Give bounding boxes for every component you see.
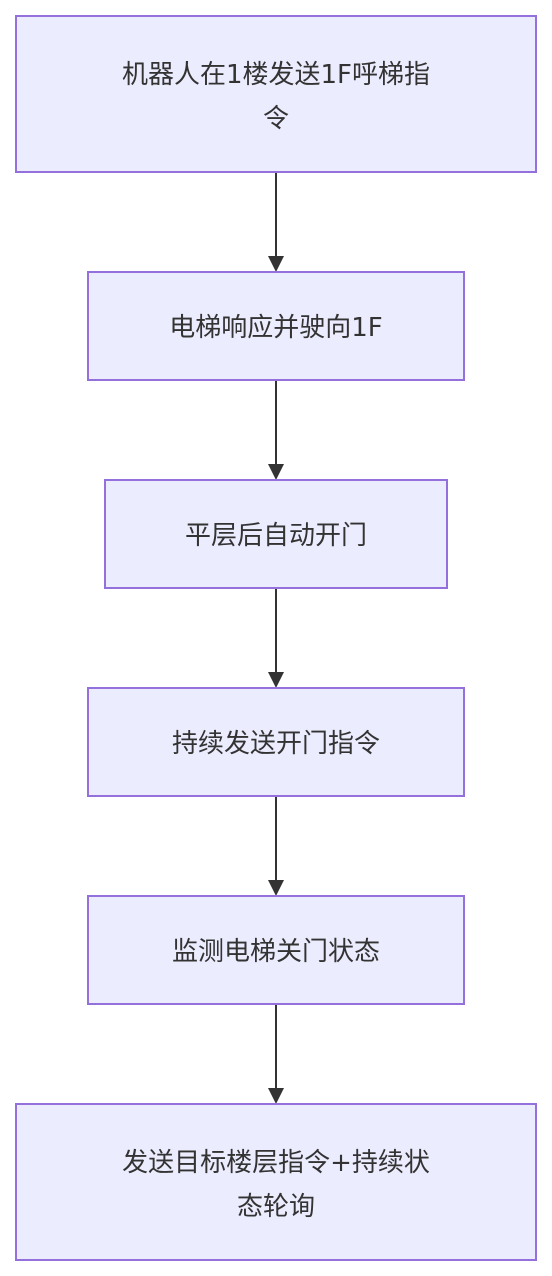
node-monitor-close: 监测电梯关门状态 [87,895,465,1005]
node-box [87,895,465,1005]
node-label-line: 态轮询 [237,1192,315,1222]
flowchart-edges [268,172,284,1104]
node-box [87,271,465,381]
arrow-head-4 [268,880,284,896]
node-elevator-respond: 电梯响应并驶向1F [87,271,465,381]
arrow-head-1 [268,256,284,272]
node-auto-open: 平层后自动开门 [104,479,448,589]
node-box [104,479,448,589]
node-label-line: 电梯响应并驶向1F [169,313,383,343]
node-send-target: 发送目标楼层指令+持续状 态轮询 [15,1103,537,1261]
node-box [15,15,537,173]
node-keep-open: 持续发送开门指令 [87,687,465,797]
node-box [15,1103,537,1261]
node-label-line: 监测电梯关门状态 [172,937,380,967]
arrow-head-3 [268,672,284,688]
node-box [87,687,465,797]
node-label-line: 发送目标楼层指令+持续状 [122,1148,430,1178]
node-label-line: 平层后自动开门 [185,521,367,551]
arrow-head-5 [268,1088,284,1104]
node-label-line: 持续发送开门指令 [172,729,380,759]
node-robot-call: 机器人在1楼发送1F呼梯指 令 [15,15,537,173]
arrow-head-2 [268,464,284,480]
node-label-line: 机器人在1楼发送1F呼梯指 [122,60,430,90]
node-label-line: 令 [263,104,289,134]
